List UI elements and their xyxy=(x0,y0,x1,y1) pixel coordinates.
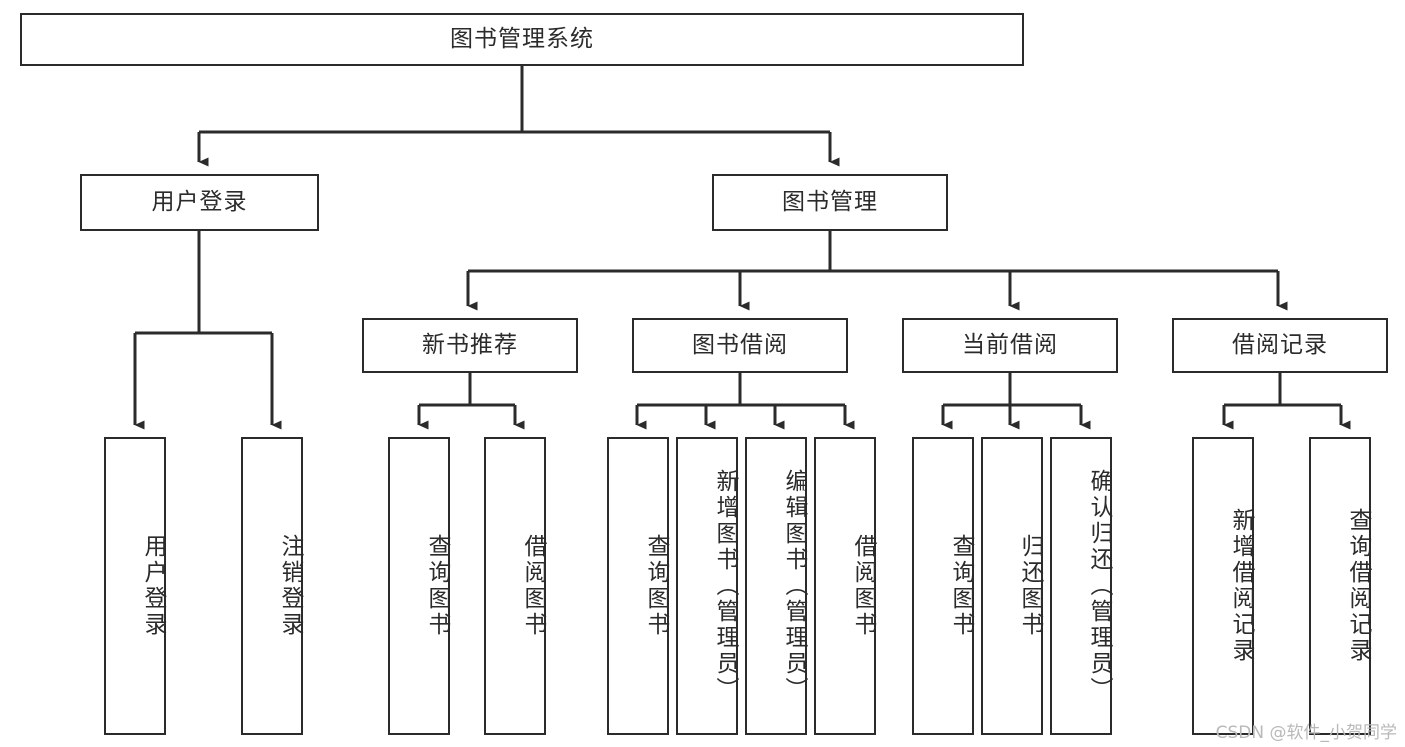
node-leaf-query-book-borrow-label: 查询图书 xyxy=(643,534,669,638)
node-leaf-query-book-current[interactable]: 查询图书 xyxy=(912,437,974,735)
node-leaf-query-book-rec-label: 查询图书 xyxy=(424,534,450,638)
node-leaf-query-record[interactable]: 查询借阅记录 xyxy=(1309,437,1371,735)
node-borrow-record-label: 借阅记录 xyxy=(1232,331,1328,358)
node-leaf-add-book-label: 新增图书（管理员） xyxy=(712,469,738,703)
node-leaf-query-book-rec[interactable]: 查询图书 xyxy=(388,437,450,735)
node-new-book-recommend[interactable]: 新书推荐 xyxy=(362,318,578,373)
node-leaf-confirm-return-label: 确认归还（管理员） xyxy=(1086,469,1112,703)
node-current-borrow-label: 当前借阅 xyxy=(962,331,1058,358)
node-leaf-add-book[interactable]: 新增图书（管理员） xyxy=(676,437,738,735)
node-leaf-return-book[interactable]: 归还图书 xyxy=(981,437,1043,735)
node-book-manage-label: 图书管理 xyxy=(782,188,878,215)
node-leaf-query-record-label: 查询借阅记录 xyxy=(1345,508,1371,664)
node-book-borrow-label: 图书借阅 xyxy=(692,331,788,358)
node-leaf-borrow-book-rec[interactable]: 借阅图书 xyxy=(484,437,546,735)
node-current-borrow[interactable]: 当前借阅 xyxy=(902,318,1118,373)
node-leaf-confirm-return[interactable]: 确认归还（管理员） xyxy=(1050,437,1112,735)
node-leaf-return-book-label: 归还图书 xyxy=(1017,534,1043,638)
node-root[interactable]: 图书管理系统 xyxy=(20,13,1024,66)
node-book-borrow[interactable]: 图书借阅 xyxy=(632,318,848,373)
node-leaf-query-book-current-label: 查询图书 xyxy=(948,534,974,638)
node-new-book-recommend-label: 新书推荐 xyxy=(422,331,518,358)
node-leaf-add-record[interactable]: 新增借阅记录 xyxy=(1192,437,1254,735)
node-user-login-label: 用户登录 xyxy=(151,188,248,215)
node-leaf-user-login-label: 用户登录 xyxy=(140,534,166,638)
watermark-text: CSDN @软件_小贺同学 xyxy=(1215,723,1397,743)
node-leaf-logout[interactable]: 注销登录 xyxy=(241,437,303,735)
node-leaf-borrow-book-rec-label: 借阅图书 xyxy=(520,534,546,638)
node-root-label: 图书管理系统 xyxy=(450,25,594,52)
node-leaf-add-record-label: 新增借阅记录 xyxy=(1228,508,1254,664)
node-book-manage[interactable]: 图书管理 xyxy=(712,174,948,231)
node-leaf-edit-book[interactable]: 编辑图书（管理员） xyxy=(745,437,807,735)
node-leaf-user-login[interactable]: 用户登录 xyxy=(104,437,166,735)
node-leaf-query-book-borrow[interactable]: 查询图书 xyxy=(607,437,669,735)
node-leaf-logout-label: 注销登录 xyxy=(277,534,303,638)
node-user-login[interactable]: 用户登录 xyxy=(80,174,319,231)
node-leaf-borrow-book-label: 借阅图书 xyxy=(850,534,876,638)
node-borrow-record[interactable]: 借阅记录 xyxy=(1172,318,1388,373)
node-leaf-edit-book-label: 编辑图书（管理员） xyxy=(781,469,807,703)
node-leaf-borrow-book[interactable]: 借阅图书 xyxy=(814,437,876,735)
